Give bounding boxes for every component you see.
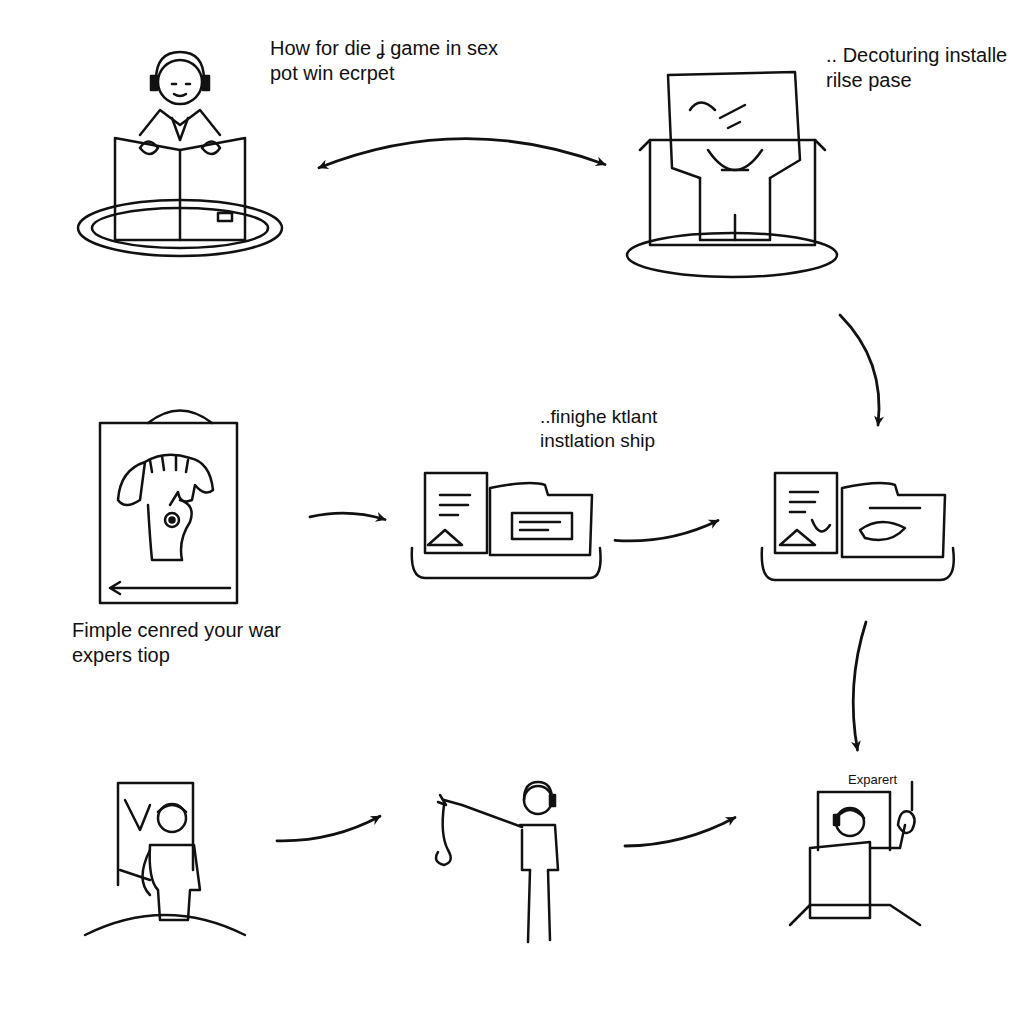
expert-sketch (790, 782, 920, 925)
boxed-display-sketch (627, 72, 837, 277)
person-sketch (85, 783, 245, 935)
sketch-node (758, 470, 958, 582)
sketch-node: ..finighe ktlant instlation ship (405, 470, 605, 580)
sketch-caption: How for die ʝ game in sex pot win ecrpet (270, 36, 520, 86)
curved-arrow (310, 513, 385, 519)
person-pointing-sketch (436, 782, 558, 942)
curved-arrow (840, 315, 879, 425)
curved-arrow (615, 520, 718, 541)
sketch-node: Exparert (790, 770, 925, 928)
curved-arrow (625, 817, 735, 846)
documents-sketch (412, 473, 601, 578)
sketch-caption: .. Decoturing installe rilse pase (826, 43, 1018, 93)
person-at-desk-sketch (78, 52, 282, 256)
sketch-caption: Fimple cenred your war expers tiop (72, 618, 287, 668)
sketch-node (415, 780, 580, 945)
sketch-caption: Exparert (848, 772, 918, 788)
sketch-node (85, 780, 247, 940)
poster-sketch (100, 411, 237, 604)
curved-arrow (319, 139, 605, 168)
sketch-node: .. Decoturing installe rilse pase (625, 70, 840, 280)
curved-arrow (853, 622, 866, 750)
curved-arrow (277, 816, 380, 841)
sketch-caption: ..finighe ktlant instlation ship (540, 405, 710, 453)
sketch-node: How for die ʝ game in sex pot win ecrpet (75, 55, 285, 260)
sketch-node: Fimple cenred your war expers tiop (95, 400, 240, 605)
documents-sketch (762, 473, 954, 580)
